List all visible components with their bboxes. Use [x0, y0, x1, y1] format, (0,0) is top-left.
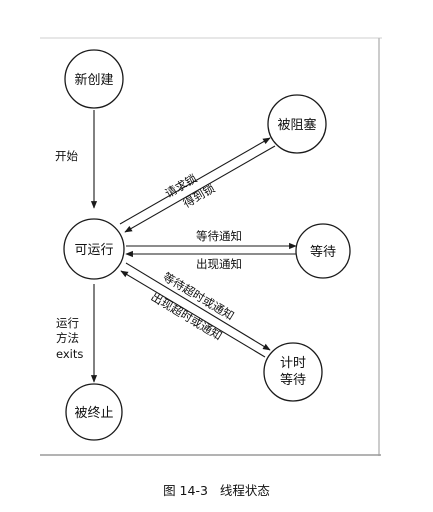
- edge-get-lock: [124, 145, 276, 233]
- node-blocked: 被阻塞: [267, 94, 327, 154]
- edge-label-notify-appears: 出现通知: [196, 257, 242, 271]
- node-runnable: 可运行: [63, 218, 125, 280]
- node-waiting: 等待: [295, 223, 351, 279]
- node-timed-waiting-label-line2: 等待: [280, 372, 306, 388]
- node-runnable-label: 可运行: [74, 243, 113, 258]
- edge-label-run-method-line3: exits: [56, 347, 83, 361]
- edge-label-run-method-line1: 运行: [56, 316, 79, 330]
- edge-timeout-or-notify-appears: [120, 270, 266, 358]
- figure-title: 线程状态: [219, 483, 270, 498]
- figure-number: 图 14-3: [163, 483, 208, 498]
- node-terminated-label: 被终止: [74, 405, 113, 421]
- node-new: 新创建: [64, 49, 124, 109]
- node-new-label: 新创建: [74, 72, 113, 88]
- edge-wait-timeout-or-notify: [125, 262, 271, 351]
- node-blocked-label: 被阻塞: [277, 117, 316, 133]
- node-terminated: 被终止: [65, 383, 123, 441]
- node-timed-waiting-label-line1: 计时: [280, 356, 306, 371]
- edge-label-wait-for-notify: 等待通知: [196, 229, 242, 243]
- edge-request-lock: [119, 137, 271, 225]
- edge-label-run-method-line2: 方法: [56, 331, 79, 345]
- figure-caption: 图 14-3 线程状态: [0, 480, 433, 499]
- node-timed-waiting: 计时 等待: [263, 342, 323, 402]
- node-waiting-label: 等待: [310, 244, 336, 260]
- edge-label-start: 开始: [55, 149, 78, 163]
